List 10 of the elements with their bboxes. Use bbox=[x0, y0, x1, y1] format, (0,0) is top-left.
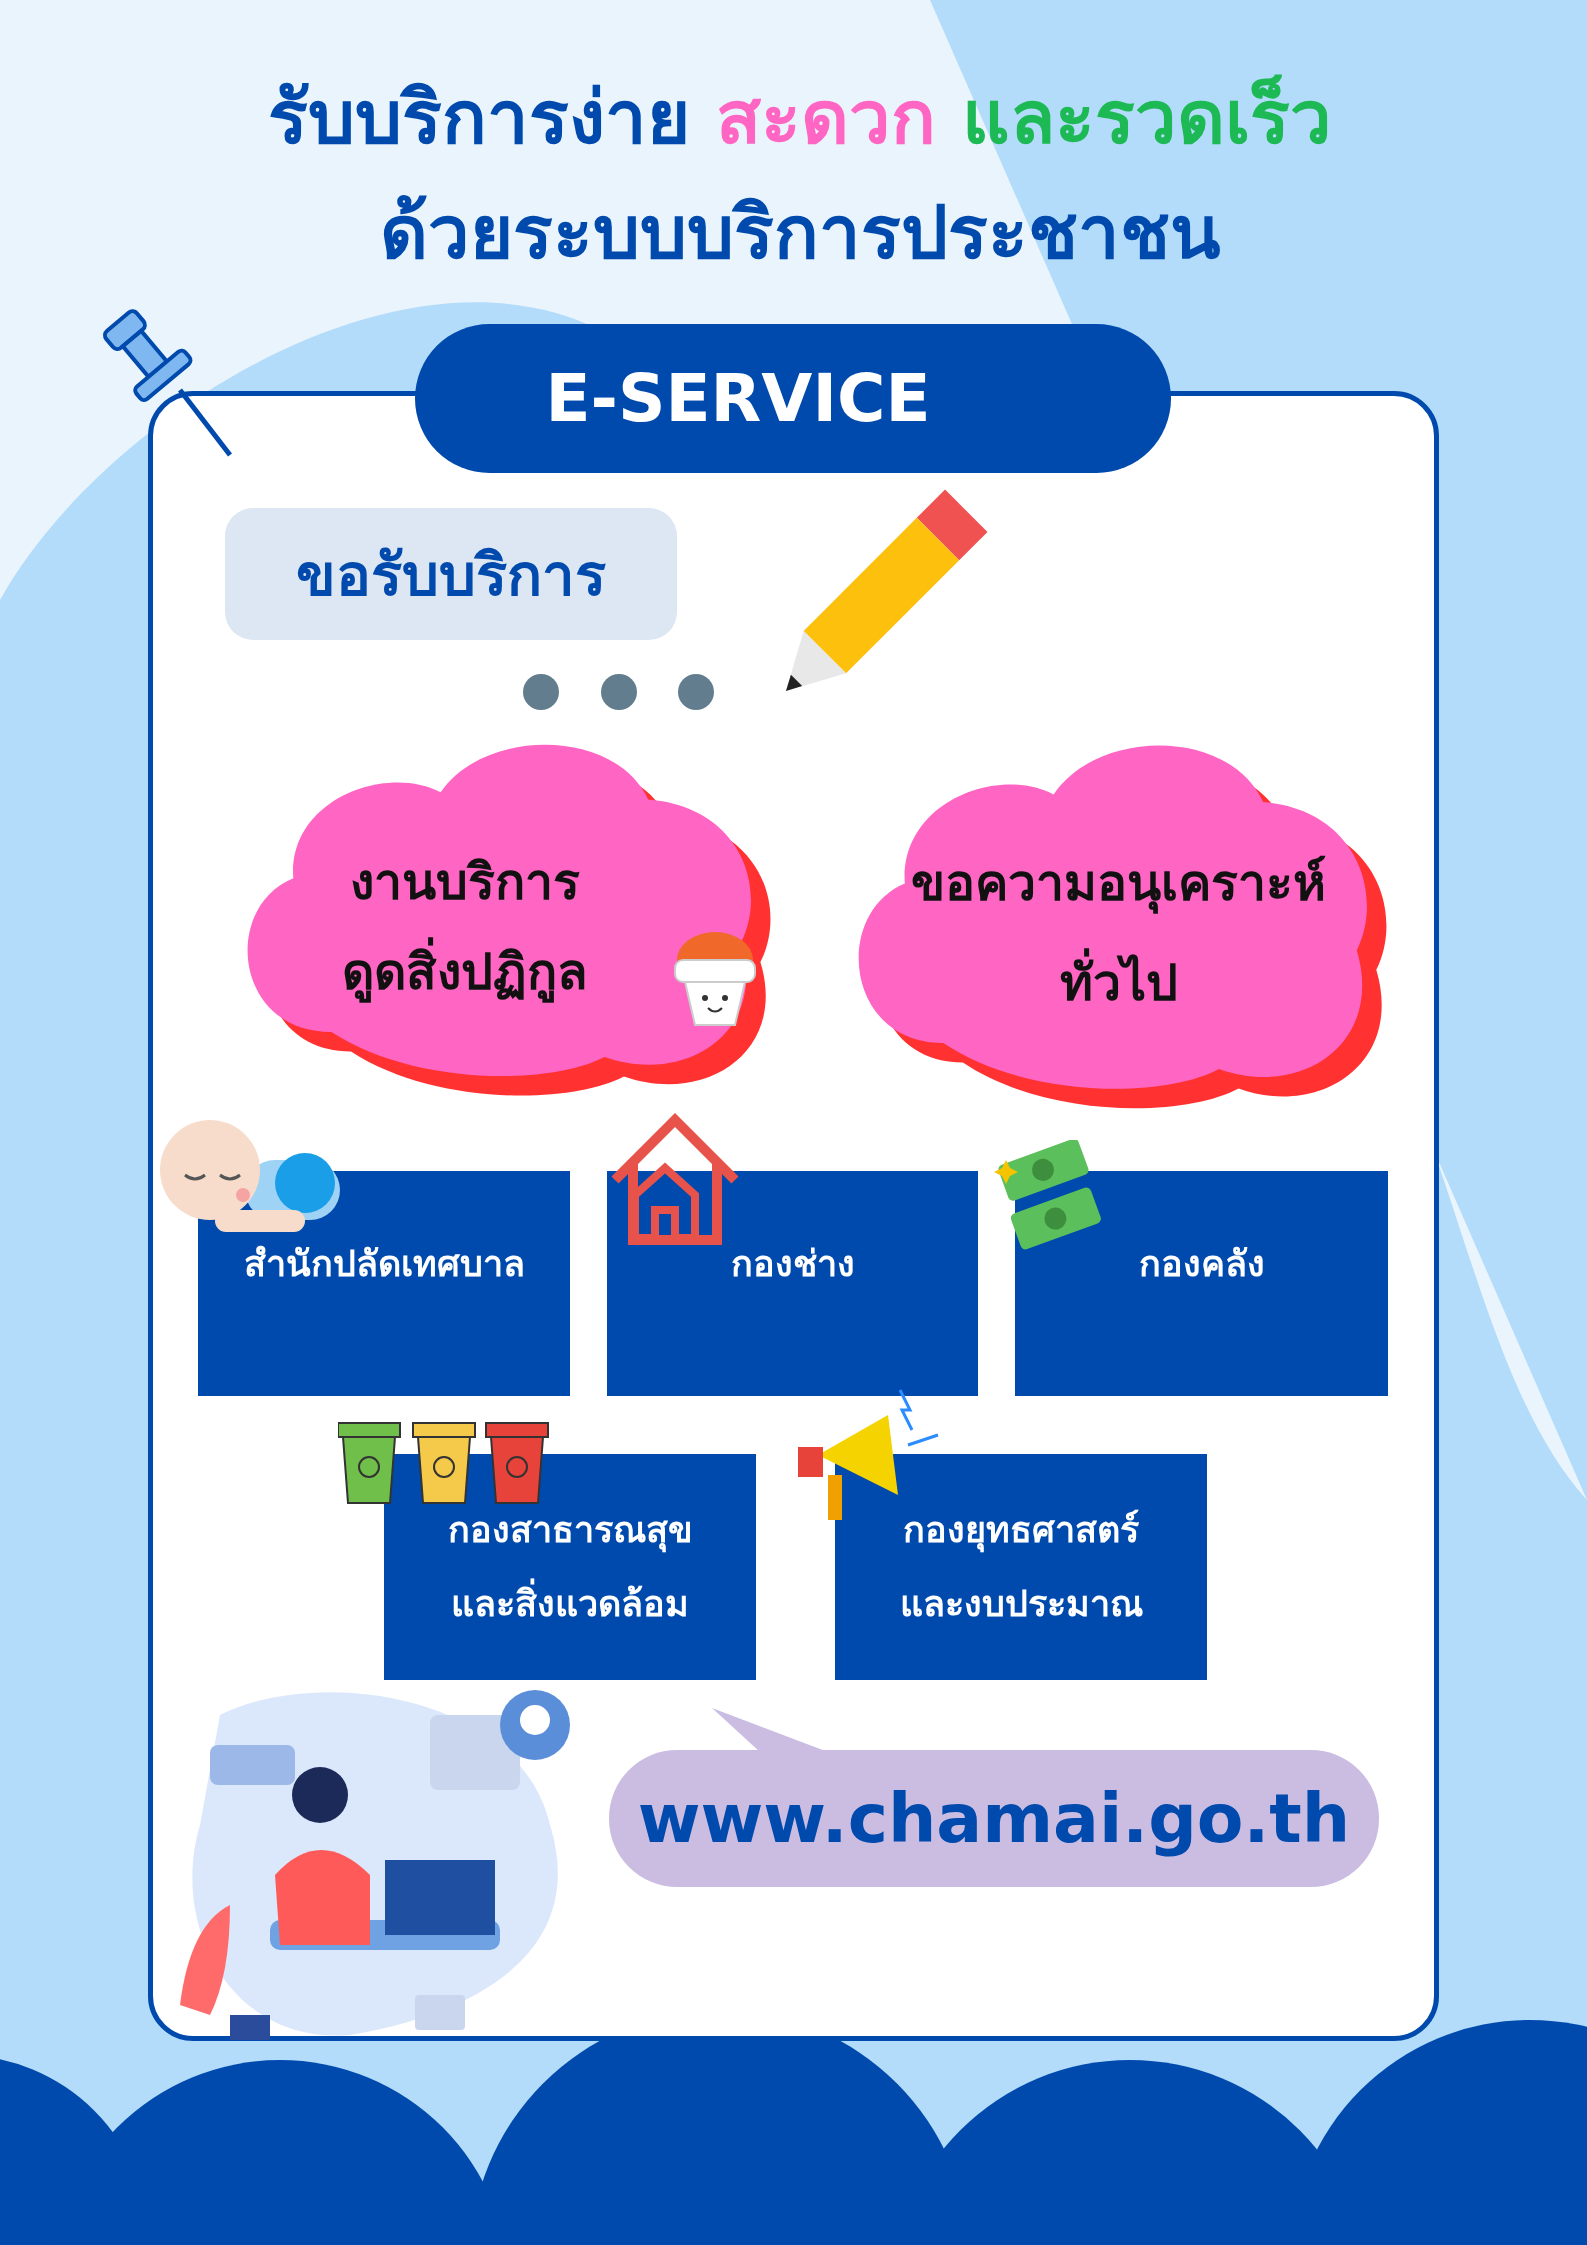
department-box: กองคลัง bbox=[1015, 1171, 1388, 1396]
heading-box: ขอรับบริการ bbox=[225, 508, 677, 640]
department-box: กองช่าง bbox=[607, 1171, 978, 1396]
department-box: กองยุทธศาสตร์ และงบประมาณ bbox=[835, 1454, 1207, 1680]
cloud-text: งานบริการ ดูดสิ่งปฏิกูล bbox=[341, 851, 589, 1005]
department-box: กองสาธารณสุข และสิ่งแวดล้อม bbox=[384, 1454, 756, 1680]
title-pill: E-SERVICE bbox=[415, 324, 1171, 473]
title: รับบริการง่าย สะดวก และรวดเร็ว ด้วยระบบบริการประชาชน bbox=[267, 73, 1333, 277]
department-box: สำนักปลัดเทศบาล bbox=[198, 1171, 570, 1396]
cloud-text: ขอความอนุเคราะห์ ทั่วไป bbox=[910, 853, 1327, 1014]
